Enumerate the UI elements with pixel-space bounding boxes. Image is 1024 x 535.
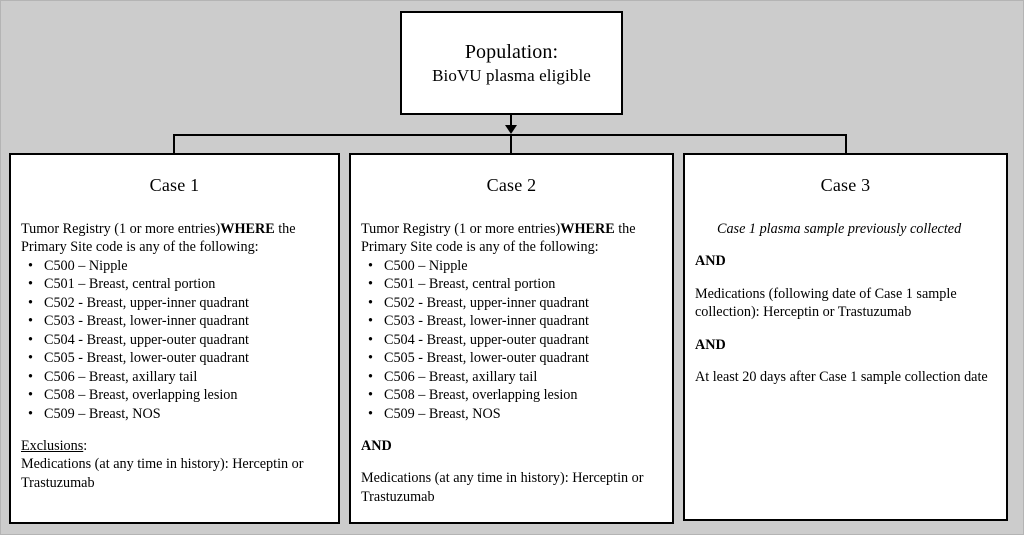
spacer	[361, 423, 662, 437]
list-item: C503 - Breast, lower-inner quadrant	[361, 312, 662, 331]
case-3-medications-text: Medications (following date of Case 1 sa…	[695, 285, 957, 321]
spacer	[21, 423, 328, 437]
case-3-timing-text: At least 20 days after Case 1 sample col…	[695, 369, 988, 386]
case-3-and-label-1: AND	[695, 253, 726, 270]
list-item: C508 – Breast, overlapping lesion	[21, 386, 328, 405]
case-2-intro: Tumor Registry (1 or more entries)WHERE …	[361, 220, 662, 257]
list-item: C500 – Nipple	[21, 257, 328, 276]
case-3-box: Case 3 Case 1 plasma sample previously c…	[683, 153, 1008, 521]
case-2-and-label: AND	[361, 437, 392, 454]
case-2-box: Case 2 Tumor Registry (1 or more entries…	[349, 153, 674, 524]
list-item: C509 – Breast, NOS	[361, 405, 662, 424]
case-1-box: Case 1 Tumor Registry (1 or more entries…	[9, 153, 340, 524]
case-2-body: Tumor Registry (1 or more entries)WHERE …	[351, 220, 672, 506]
case-3-and-label-2: AND	[695, 336, 726, 353]
case-1-intro-suffix: the Primary Site code is any of the foll…	[21, 221, 296, 256]
case-1-code-list: C500 – Nipple C501 – Breast, central por…	[21, 257, 328, 424]
population-box: Population: BioVU plasma eligible	[400, 11, 623, 115]
connector-arrow-head-icon	[505, 125, 517, 134]
list-item: C505 - Breast, lower-outer quadrant	[21, 349, 328, 368]
list-item: C500 – Nipple	[361, 257, 662, 276]
case-2-title: Case 2	[486, 175, 537, 195]
list-item: C509 – Breast, NOS	[21, 405, 328, 424]
case-1-body: Tumor Registry (1 or more entries)WHERE …	[11, 220, 338, 492]
spacer	[695, 238, 996, 252]
list-item: C503 - Breast, lower-inner quadrant	[21, 312, 328, 331]
spacer	[361, 455, 662, 469]
spacer	[695, 354, 996, 368]
case-1-title: Case 1	[149, 175, 200, 195]
case-3-premise: Case 1 plasma sample previously collecte…	[717, 221, 962, 237]
case-1-intro-prefix: Tumor Registry (1 or more entries)	[21, 221, 221, 237]
case-2-intro-suffix: the Primary Site code is any of the foll…	[361, 221, 636, 256]
list-item: C505 - Breast, lower-outer quadrant	[361, 349, 662, 368]
case-3-body: Case 1 plasma sample previously collecte…	[685, 220, 1006, 387]
list-item: C506 – Breast, axillary tail	[361, 368, 662, 387]
case-1-exclusions-colon: :	[83, 437, 88, 454]
list-item: C502 - Breast, upper-inner quadrant	[21, 294, 328, 313]
case-2-intro-prefix: Tumor Registry (1 or more entries)	[361, 221, 561, 237]
case-2-code-list: C500 – Nipple C501 – Breast, central por…	[361, 257, 662, 424]
connector-drop-case2	[510, 134, 512, 154]
list-item: C506 – Breast, axillary tail	[21, 368, 328, 387]
connector-drop-case1	[173, 134, 175, 154]
case-2-medications-text: Medications (at any time in history): He…	[361, 470, 644, 505]
case-1-exclusions-label: Exclusions	[21, 437, 84, 454]
connector-arrow-stem	[510, 115, 512, 129]
case-1-exclusions-text: Medications (at any time in history): He…	[21, 456, 304, 491]
case-1-intro: Tumor Registry (1 or more entries)WHERE …	[21, 220, 328, 257]
connector-drop-case3	[845, 134, 847, 154]
population-title: Population:	[464, 40, 559, 63]
population-subtitle: BioVU plasma eligible	[432, 65, 591, 85]
spacer	[695, 271, 996, 285]
list-item: C502 - Breast, upper-inner quadrant	[361, 294, 662, 313]
list-item: C501 – Breast, central portion	[361, 275, 662, 294]
list-item: C501 – Breast, central portion	[21, 275, 328, 294]
list-item: C504 - Breast, upper-outer quadrant	[21, 331, 328, 350]
list-item: C504 - Breast, upper-outer quadrant	[361, 331, 662, 350]
list-item: C508 – Breast, overlapping lesion	[361, 386, 662, 405]
case-2-intro-keyword: WHERE	[560, 221, 615, 237]
case-3-title: Case 3	[820, 175, 871, 195]
spacer	[695, 322, 996, 336]
case-1-exclusions-heading: Exclusions:	[21, 437, 328, 455]
case-1-intro-keyword: WHERE	[220, 221, 275, 237]
